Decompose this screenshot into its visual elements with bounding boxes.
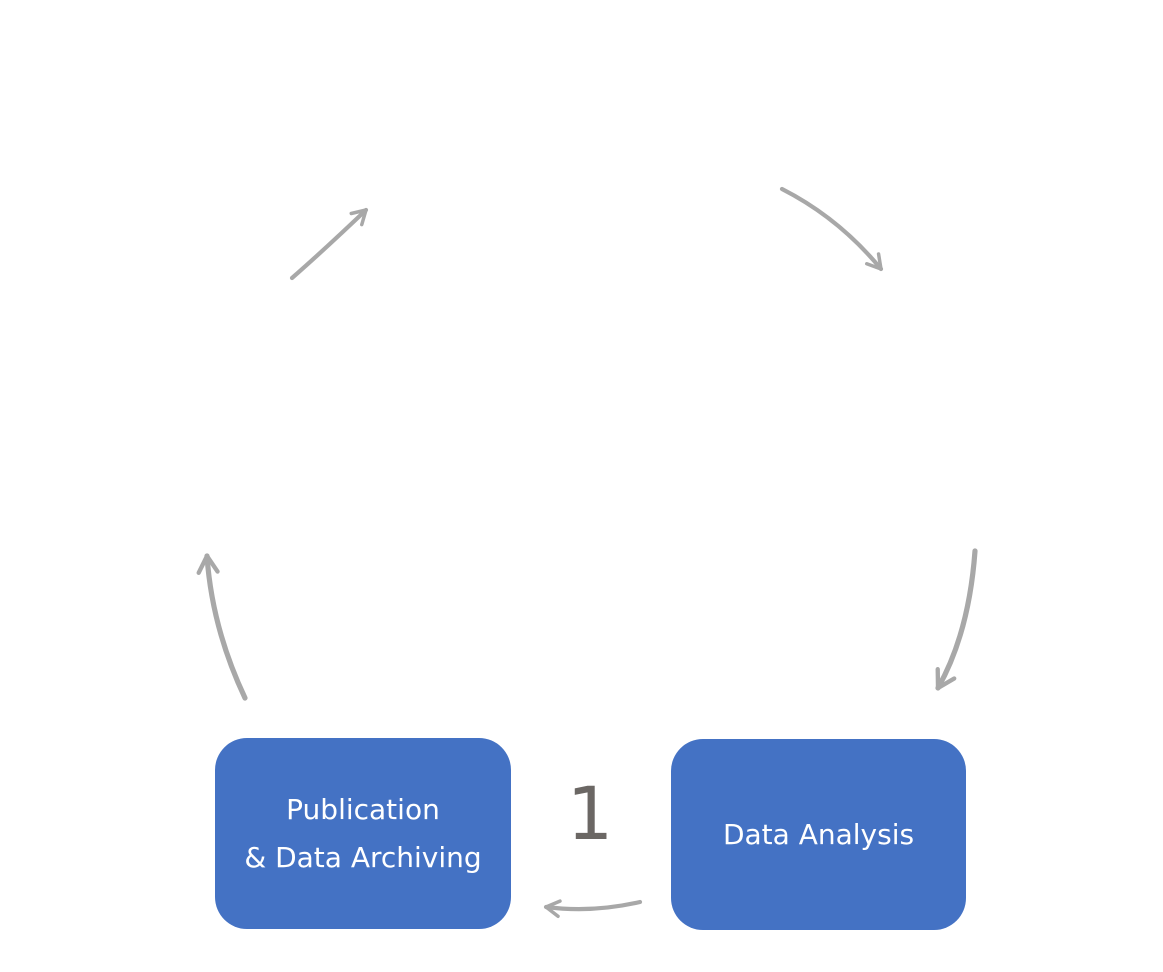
node-publication-archiving: Publication & Data Archiving [215, 738, 511, 929]
arrow-left-side-icon [196, 553, 248, 701]
node-publication-label-line2: & Data Archiving [244, 840, 482, 874]
step-number-marker: 1 [566, 772, 614, 857]
arrow-bottom-icon [543, 899, 643, 919]
node-data-analysis-label: Data Analysis [722, 817, 915, 851]
arrow-upper-left-icon [289, 207, 369, 281]
node-data-analysis: Data Analysis [671, 739, 966, 930]
arrow-right-side-icon [935, 548, 978, 691]
node-publication-label-line1: Publication [286, 792, 440, 826]
arrow-upper-right-icon [779, 186, 884, 272]
